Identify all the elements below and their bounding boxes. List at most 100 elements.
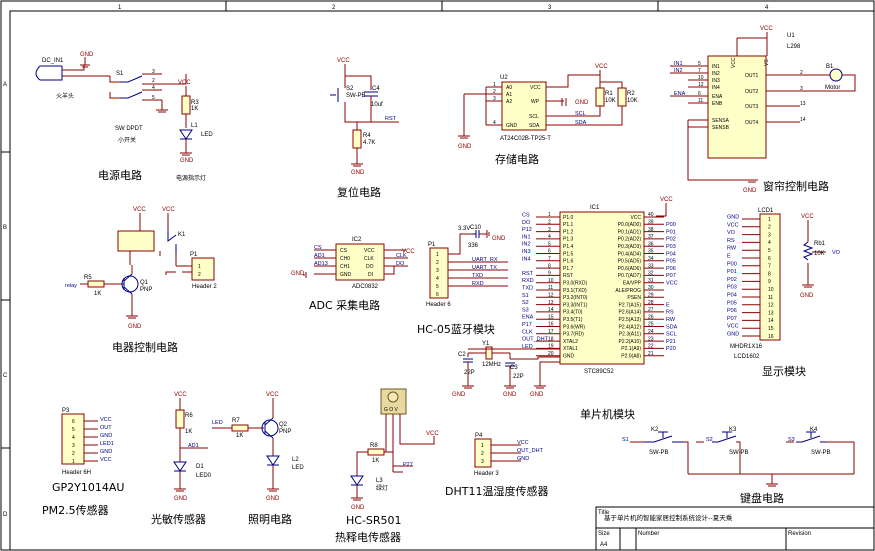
u1-pin-in2: IN2 <box>712 71 720 77</box>
u1-pin-ena: ENA <box>712 94 723 100</box>
net-ad1-light: AD1 <box>188 443 199 449</box>
u1-pin-out4: OUT4 <box>745 120 759 126</box>
lcd-net: RS <box>727 238 735 244</box>
power-circuit: DC_IN1 火羊头 GND S1 32 45 SW DPDT 小开关 VCC … <box>35 52 213 182</box>
lcd-pin-number: 10 <box>768 287 774 293</box>
bluetooth-circuit: P1 12 34 56 Header 6 3.3V C10 336 GND UA… <box>417 225 508 336</box>
net-s2-key: S2 <box>706 437 713 443</box>
svg-text:1: 1 <box>72 459 75 465</box>
p3-header-ref: P3 <box>62 408 70 414</box>
svg-text:7: 7 <box>698 68 701 74</box>
vcc-storage: VCC <box>595 64 608 70</box>
k3-type: SW-PB <box>729 450 749 456</box>
svg-text:2: 2 <box>152 78 155 84</box>
switch-type: SW DPDT <box>115 126 143 132</box>
u1-pin-sensa: SENSA <box>712 118 730 124</box>
pir-lens <box>387 391 399 403</box>
vcc-mcu: VCC <box>660 197 673 203</box>
lcd-net: GND <box>727 332 739 338</box>
lcd-pin-number: 12 <box>768 303 774 309</box>
ic2-part: ADC0832 <box>352 284 379 290</box>
lcd-header-body <box>759 213 781 341</box>
gnd-relay: GND <box>128 324 142 330</box>
svg-text:2: 2 <box>493 89 496 95</box>
ic1-pin-left: XTAL2 <box>563 339 578 345</box>
ic1-pin-number: 12 <box>548 293 554 299</box>
net-s1-key: S1 <box>622 437 629 443</box>
ic1-pin-number: 10 <box>548 278 554 284</box>
net-s3-key: S3 <box>788 437 795 443</box>
rb1-ref: Rb1 <box>814 241 826 247</box>
s2-ref: S2 <box>346 86 354 92</box>
q2-ref: Q2 <box>279 422 288 428</box>
ic2-pin-ch1: CH1 <box>340 264 350 270</box>
ic1-pin-number: 22 <box>648 344 654 350</box>
net-relay: relay <box>65 283 77 289</box>
vcc-curtain: VCC <box>760 26 773 32</box>
lcd-pin-number: 6 <box>768 256 771 262</box>
ic1-pin-right: P0.4(AD4) <box>618 251 642 257</box>
p1-header-body <box>191 257 215 281</box>
r5-ref: R5 <box>84 275 92 281</box>
ic1-net-right: RW <box>666 317 676 323</box>
lcd-pin-number: 15 <box>768 326 774 332</box>
svg-text:1: 1 <box>493 82 496 88</box>
vcc-display: VCC <box>801 214 814 220</box>
ic1-pin-number: 3 <box>548 227 551 233</box>
frame-col-3: 3 <box>548 5 552 11</box>
r5-resistor <box>87 280 105 288</box>
ic1-net-left: P12 <box>522 227 532 233</box>
u1-pin-enb: ENB <box>712 101 723 107</box>
ic1-pin-left: P1.7 <box>563 266 574 272</box>
ic1-pin-number: 5 <box>548 241 551 247</box>
ic1-pin-number: 7 <box>548 256 551 262</box>
lcd-net: P02 <box>727 277 737 283</box>
gnd-storage: GND <box>458 144 472 150</box>
lcd-pin-number: 4 <box>768 240 771 246</box>
svg-text:3: 3 <box>800 86 803 92</box>
net-rxd-bt: RXD <box>472 281 484 287</box>
mcu-section-title: 单片机模块 <box>580 407 635 421</box>
vcc-power: VCC <box>178 80 191 86</box>
ic1-pin-left: P1.1 <box>563 222 574 228</box>
svg-text:5: 5 <box>436 284 439 290</box>
power-section-title: 电源电路 <box>98 168 142 182</box>
ic1-pin-number: 26 <box>648 314 654 320</box>
p4-header-type: Header 3 <box>474 471 499 477</box>
svg-text:6: 6 <box>72 419 75 425</box>
ic1-net-left: P17 <box>522 322 532 328</box>
l1-name: 电源指示灯 <box>176 174 206 182</box>
light-sensor-circuit: VCC R6 1K AD1 D1 LED0 GND 光敏传感器 <box>151 392 212 526</box>
ic1-pin-number: 23 <box>648 336 654 342</box>
d1-ref: D1 <box>196 464 204 470</box>
lcd-net: P00 <box>727 261 737 267</box>
r4-resistor <box>352 129 362 149</box>
revision-label: Revision <box>788 531 811 537</box>
ic1-pin-number: 31 <box>648 278 654 284</box>
storage-section-title: 存储电路 <box>495 152 539 166</box>
p4-header-ref: P4 <box>475 433 483 439</box>
k1-relay-coil <box>117 230 155 252</box>
pir-section-title: 热释电传感器 <box>335 531 401 544</box>
display-section-title: 显示模块 <box>762 365 806 378</box>
gnd-light: GND <box>174 496 188 502</box>
ic1-pin-right: P0.0(AD0) <box>618 222 642 228</box>
ic1-pin-number: 4 <box>548 234 551 240</box>
y1-value: 12MHz <box>482 362 501 368</box>
title-block: Title 基于单片机的智能家居控制系统设计--夏天乘 Size A4 Numb… <box>595 506 875 551</box>
c2-ref: C2 <box>458 352 466 358</box>
r2-ref: R2 <box>627 91 635 97</box>
svg-text:4: 4 <box>152 85 155 91</box>
k3-switch-symbol <box>712 431 737 443</box>
pm25-circuit: P3 65 43 21 VCC OUT GND LED1 GND VCC Hea… <box>42 408 124 517</box>
ic1-net-right: P04 <box>666 251 676 257</box>
svg-text:5: 5 <box>698 61 701 67</box>
ic2-adc-body <box>335 243 385 281</box>
p1-header-ref: P1 <box>190 252 198 258</box>
dht11-circuit: P4 123 VCC OUT_DHT GND Header 3 DHT11温湿度… <box>445 433 548 498</box>
ic1-pin-number: 9 <box>548 271 551 277</box>
ic1-pin-number: 20 <box>548 351 554 357</box>
ic1-net-left: RST <box>522 271 534 277</box>
r3-ref: R3 <box>191 100 199 106</box>
ic1-pin-number: 29 <box>648 293 654 299</box>
